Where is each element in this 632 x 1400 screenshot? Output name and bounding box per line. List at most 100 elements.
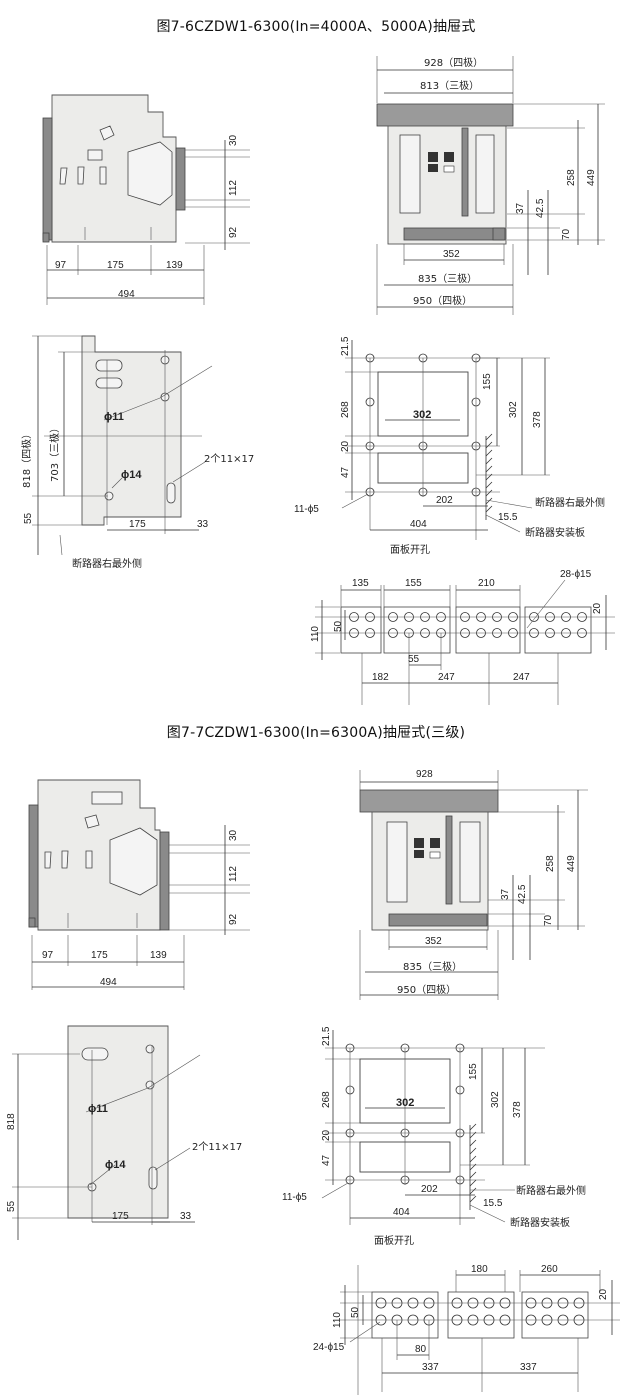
fig2-dim-175: 175	[91, 950, 108, 961]
fig2-front-d70: 70	[543, 914, 554, 926]
fig2-front-w352: 352	[425, 936, 442, 947]
fig1-bus-d55: 55	[408, 654, 420, 665]
fig2-dim-92: 92	[228, 913, 239, 925]
fig2-mount-d55: 55	[6, 1200, 17, 1212]
fig2-panel-d47: 47	[321, 1154, 332, 1166]
fig1-bus-d247a: 247	[438, 672, 455, 683]
fig1-mount-slot: 2个11×17	[204, 453, 254, 465]
fig2-front-w835: 835（三极）	[403, 960, 462, 973]
fig1-front-w813: 813（三极）	[420, 79, 479, 92]
fig1-panel-cutout	[341, 340, 550, 540]
fig1-mount-d33: 33	[197, 519, 209, 530]
fig1-dim-112: 112	[228, 180, 239, 196]
fig2-bus-holes: 24-ϕ15	[313, 1342, 345, 1353]
fig2-mount-h818: 818	[6, 1113, 17, 1130]
fig1-mount-h818: 818（四极）	[20, 429, 33, 488]
fig2-bus-d337b: 337	[520, 1362, 537, 1373]
fig1-bus-d210: 210	[478, 578, 495, 589]
fig1-panel-h155: 155	[482, 373, 493, 390]
fig1-dim-97: 97	[55, 260, 67, 271]
fig2-panel-w202: 202	[421, 1184, 438, 1195]
fig2-bus-d110: 110	[332, 1312, 343, 1328]
fig2-panel-plate: 断路器安装板	[510, 1216, 570, 1229]
fig2-side-view	[28, 779, 250, 990]
fig1-front-h258: 258	[566, 169, 577, 186]
fig2-mount-slot: 2个11×17	[192, 1141, 242, 1153]
fig1-mount-note: 断路器右最外侧	[72, 557, 142, 570]
fig2-panel-w404: 404	[393, 1207, 410, 1218]
fig1-panel-d47: 47	[340, 466, 351, 478]
fig1-mount-view	[32, 335, 213, 556]
fig1-dim-175: 175	[107, 260, 124, 271]
fig1-panel-cutout-label: 面板开孔	[390, 543, 430, 556]
fig1-front-w950: 950（四极）	[413, 294, 472, 307]
fig1-panel-h302: 302	[508, 401, 519, 418]
fig1-front-h449: 449	[586, 169, 597, 186]
fig2-panel-h302: 302	[490, 1091, 501, 1108]
fig1-dim-494: 494	[118, 289, 135, 300]
fig1-front-view	[376, 56, 605, 315]
fig2-mount-phi11: ϕ11	[88, 1103, 108, 1115]
fig2-bus-d50: 50	[350, 1306, 361, 1318]
fig1-panel-d21: 21.5	[340, 336, 351, 356]
fig2-bus-d80: 80	[415, 1344, 427, 1355]
fig1-dim-92: 92	[228, 226, 239, 238]
fig1-bus-d135: 135	[352, 578, 369, 589]
fig2-front-h449: 449	[566, 855, 577, 872]
fig1-side-view	[42, 94, 250, 305]
fig2-bus-d337a: 337	[422, 1362, 439, 1373]
fig1-panel-right-side: 断路器右最外侧	[535, 496, 605, 509]
fig2-front-view	[359, 770, 588, 1000]
fig2-bus-d20: 20	[598, 1288, 609, 1300]
fig1-dim-30: 30	[228, 134, 239, 146]
fig1-front-w835: 835（三极）	[418, 272, 477, 285]
fig1-mount-h703: 703（三极）	[48, 423, 61, 482]
fig2-panel-h155: 155	[468, 1063, 479, 1080]
fig2-panel-w302: 302	[396, 1097, 414, 1109]
fig1-panel-d268: 268	[340, 401, 351, 418]
fig2-mount-d33: 33	[180, 1211, 192, 1222]
fig2-front-d37: 37	[500, 888, 511, 900]
fig1-dim-139: 139	[166, 260, 183, 271]
fig1-panel-d20: 20	[340, 440, 351, 452]
fig2-mount-d175: 175	[112, 1211, 129, 1222]
fig2-mount-view	[12, 1025, 201, 1240]
fig1-bus-d247b: 247	[513, 672, 530, 683]
fig2-mount-phi14: ϕ14	[105, 1159, 126, 1171]
fig1-front-d37: 37	[515, 202, 526, 214]
fig1-bus-d110: 110	[310, 626, 321, 642]
fig2-bus-d180: 180	[471, 1264, 488, 1275]
fig1-panel-holes: 11-ϕ5	[294, 504, 319, 515]
fig2-dim-97: 97	[42, 950, 54, 961]
fig2-front-w928: 928	[416, 769, 433, 780]
fig1-panel-plate: 断路器安装板	[525, 526, 585, 539]
fig1-front-d70: 70	[561, 228, 572, 240]
fig2-panel-holes: 11-ϕ5	[282, 1192, 307, 1203]
fig2-dim-494: 494	[100, 977, 117, 988]
fig1-panel-h378: 378	[532, 411, 543, 428]
fig1-front-w352: 352	[443, 249, 460, 260]
figure-title-2: 图7-7CZDW1-6300(In=6300A)抽屉式(三级)	[166, 725, 466, 741]
fig2-dim-30: 30	[228, 829, 239, 841]
fig1-panel-w404: 404	[410, 519, 427, 530]
fig1-bus-holes: 28-ϕ15	[560, 569, 592, 580]
fig2-panel-d268: 268	[321, 1091, 332, 1108]
fig2-front-w950: 950（四极）	[397, 983, 456, 996]
fig1-mount-d175: 175	[129, 519, 146, 530]
fig2-bus-d260: 260	[541, 1264, 558, 1275]
fig2-panel-cutout-label: 面板开孔	[374, 1234, 414, 1247]
fig1-mount-phi14: ϕ14	[121, 469, 142, 481]
fig1-bus-d50: 50	[333, 620, 344, 632]
fig1-front-w928: 928（四极）	[424, 56, 483, 69]
fig2-front-h258: 258	[545, 855, 556, 872]
fig1-busbar-view	[315, 579, 615, 705]
figure-title-1: 图7-6CZDW1-6300(In=4000A、5000A)抽屉式	[156, 19, 476, 35]
fig2-panel-d21: 21.5	[321, 1026, 332, 1046]
fig1-panel-d15: 15.5	[498, 512, 518, 523]
fig1-panel-w202: 202	[436, 495, 453, 506]
fig2-panel-d20: 20	[321, 1129, 332, 1141]
fig1-bus-d155: 155	[405, 578, 422, 589]
fig2-panel-d15: 15.5	[483, 1198, 503, 1209]
fig1-bus-d20: 20	[592, 602, 603, 614]
fig2-panel-h378: 378	[512, 1101, 523, 1118]
